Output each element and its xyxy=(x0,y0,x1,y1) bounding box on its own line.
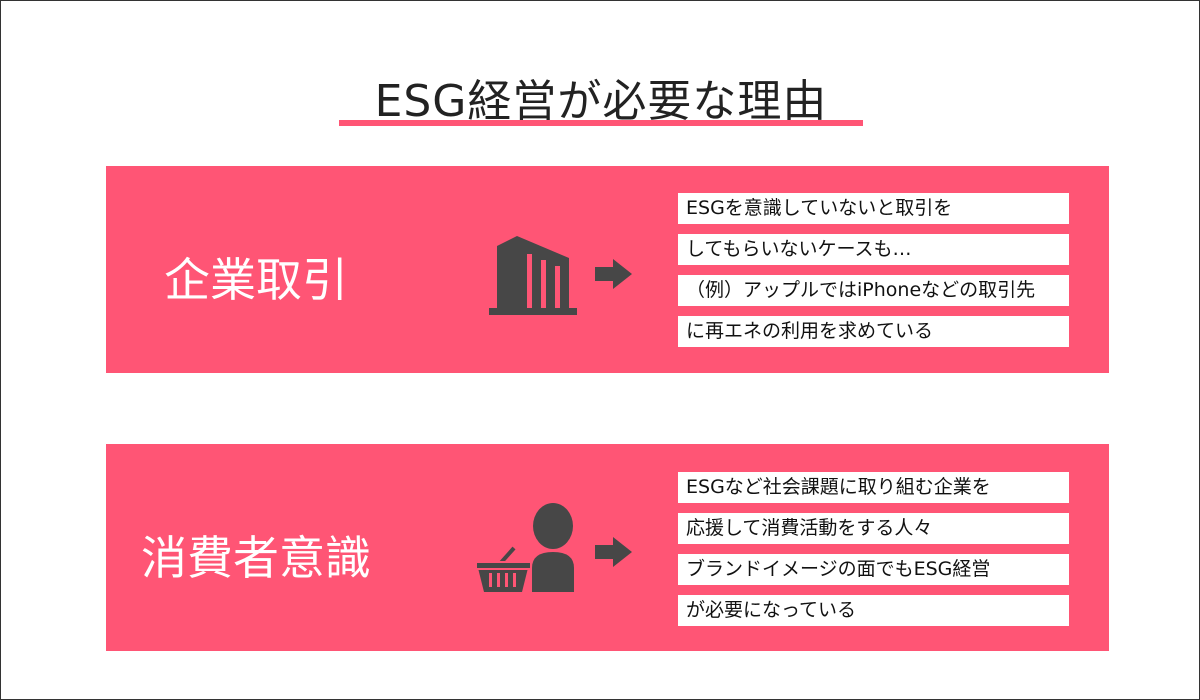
text-line: が必要になっている xyxy=(678,595,1069,626)
text-line: してもらいないケースも… xyxy=(678,234,1069,265)
text-line: 応援して消費活動をする人々 xyxy=(678,513,1069,544)
text-line: （例）アップルではiPhoneなどの取引先 xyxy=(678,275,1069,306)
text-line: に再エネの利用を求めている xyxy=(678,316,1069,347)
arrow-right-icon xyxy=(595,259,632,289)
shopper-with-basket-icon xyxy=(476,503,574,592)
building-icon xyxy=(489,236,577,315)
text-line: ブランドイメージの面でもESG経営 xyxy=(678,554,1069,585)
section-label: 企業取引 xyxy=(164,253,348,307)
text-line: ESGなど社会課題に取り組む企業を xyxy=(678,472,1069,503)
section-business-transactions: 企業取引 ESGを意識していないと取引を してもらいないケースも… （例）アップ… xyxy=(106,166,1109,373)
text-line: ESGを意識していないと取引を xyxy=(678,193,1069,224)
section-label: 消費者意識 xyxy=(141,531,371,585)
section-consumer-awareness: 消費者意識 ESGなど社会課題に取り組む企業を 応援して消費活動をする人々 ブラ… xyxy=(106,444,1109,651)
arrow-right-icon xyxy=(595,537,632,567)
page-title: ESG経営が必要な理由 xyxy=(374,76,828,127)
title-underline xyxy=(339,120,863,126)
